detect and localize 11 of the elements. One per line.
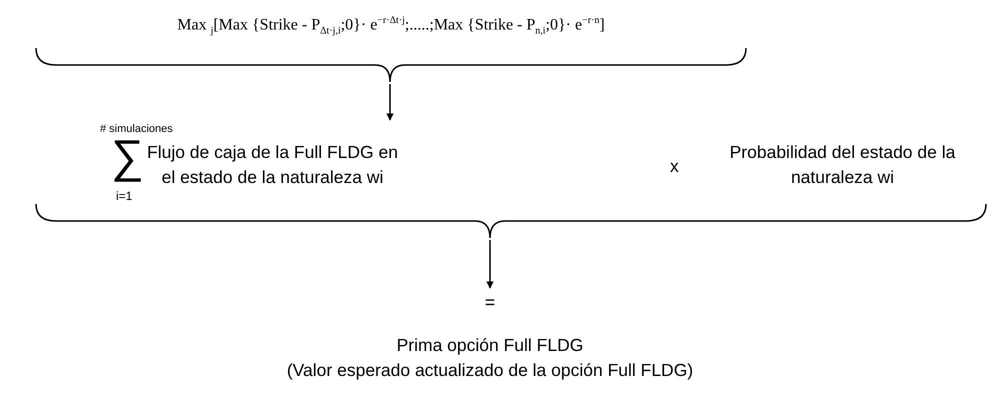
result-title: Prima opción Full FLDG [396,334,584,357]
result-subtitle: (Valor esperado actualizado de la opción Full FLDG) [286,359,694,382]
cash-flow-text: Flujo de caja de la Full FLDG en el estado de la naturaleza wi [146,141,399,189]
arrow [386,84,394,121]
formula-text: Max $_{j}$[Max {Strike - P$_{Δt·j,i}$;0}· e$^{−r·Δt·j}$;.....;Max {Strike - P$_{n,i}$;0}· e$^{−r·n}$] [176,14,606,39]
equals-sign: = [484,291,496,314]
limit-label: # simulaciones [100,124,173,135]
limit-label: i=1 [116,190,132,202]
operator-label: x [670,158,679,176]
probability-text: Probabilidad del estado de la naturaleza wi [728,141,956,189]
arrow [486,240,494,289]
